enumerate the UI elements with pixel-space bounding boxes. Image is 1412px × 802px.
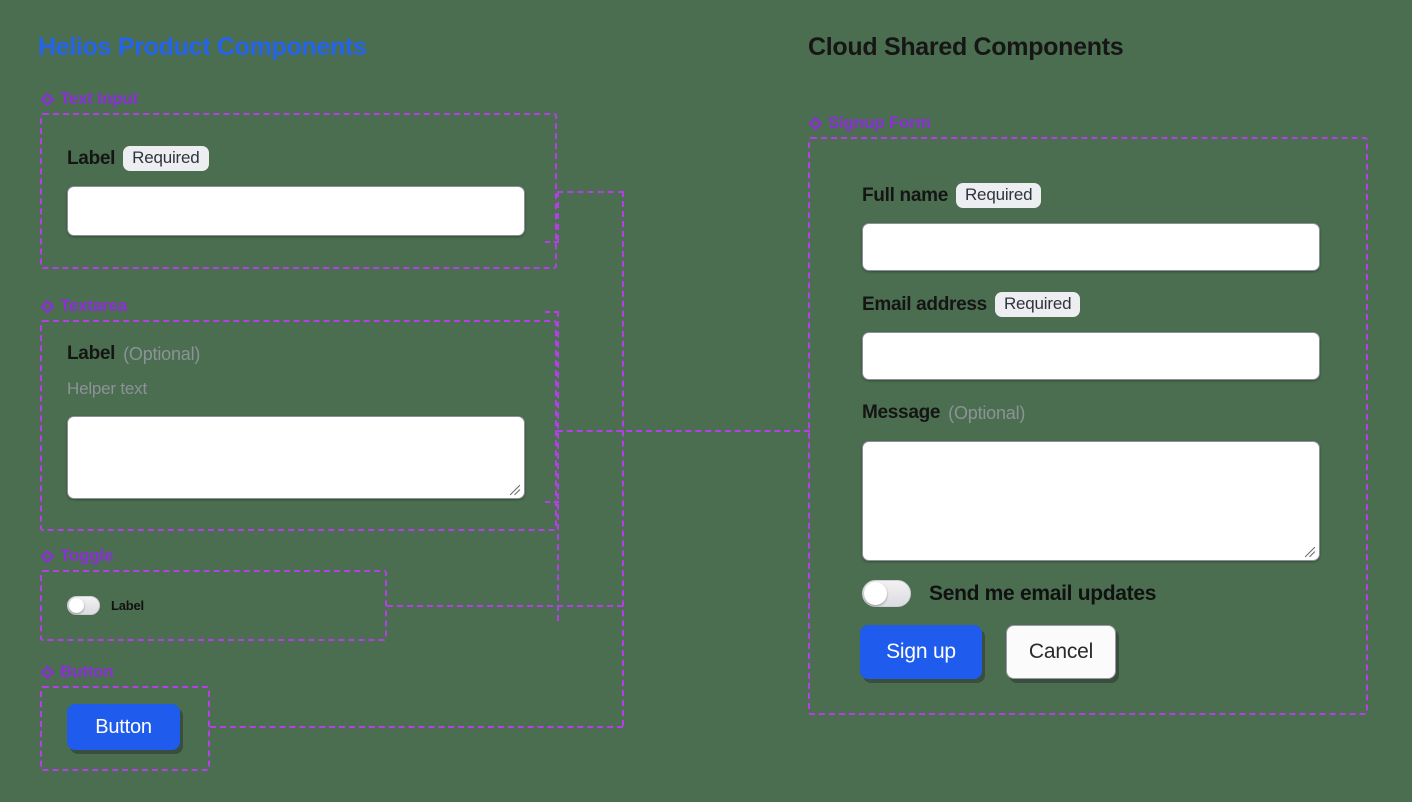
full-name-label-row: Full name Required [862, 183, 1042, 208]
connector-trunk-vertical [622, 191, 624, 726]
section-label: Signup Form [828, 113, 931, 132]
email-updates-toggle-label: Send me email updates [929, 581, 1157, 605]
text-input-label-row: Label Required [67, 146, 209, 171]
cancel-button[interactable]: Cancel [1006, 625, 1116, 679]
component-diamond-icon [808, 116, 823, 130]
section-heading-button: Button [40, 662, 114, 682]
email-label: Email address [862, 293, 987, 315]
section-heading-text-input: Text Input [40, 89, 138, 109]
email-updates-toggle-switch[interactable] [862, 580, 911, 607]
left-panel-title: Helios Product Components [38, 33, 367, 61]
full-name-input[interactable] [862, 223, 1320, 271]
connector-main-link [557, 430, 810, 432]
component-frame-signup-form [808, 137, 1368, 715]
section-heading-textarea: Textarea [40, 296, 127, 316]
toggle-knob [864, 582, 887, 605]
optional-badge: (Optional) [948, 402, 1026, 423]
message-label-row: Message (Optional) [862, 402, 1025, 424]
email-updates-toggle-row[interactable]: Send me email updates [862, 580, 1156, 607]
connector-text-input-stub [545, 241, 559, 243]
connector-toggle-link [387, 605, 623, 607]
section-heading-signup-form: Signup Form [808, 113, 931, 133]
message-label: Message [862, 402, 941, 423]
required-badge: Required [123, 146, 209, 171]
email-label-row: Email address Required [862, 292, 1081, 317]
component-diamond-icon [40, 299, 55, 313]
connector-text-input-down [557, 191, 559, 241]
component-diamond-icon [40, 665, 55, 679]
required-badge: Required [994, 292, 1081, 317]
sign-up-button[interactable]: Sign up [860, 625, 982, 679]
component-frame-toggle [40, 570, 387, 641]
toggle-row-small[interactable]: Label [67, 596, 144, 615]
component-frame-textarea [40, 320, 557, 531]
section-label: Toggle [60, 546, 114, 565]
resize-grip-icon[interactable] [1303, 545, 1316, 558]
required-badge: Required [955, 183, 1042, 208]
textarea-label: Label [67, 343, 116, 364]
connector-textarea-vertical [557, 311, 559, 621]
resize-grip-icon[interactable] [508, 483, 521, 496]
full-name-label: Full name [862, 184, 948, 206]
demo-button[interactable]: Button [67, 704, 180, 750]
text-input-field[interactable] [67, 186, 525, 236]
textarea-label-row: Label (Optional) [67, 343, 200, 365]
toggle-switch[interactable] [67, 596, 100, 615]
component-frame-button [40, 686, 210, 771]
component-diamond-icon [40, 92, 55, 106]
section-heading-toggle: Toggle [40, 546, 113, 566]
section-label: Button [60, 662, 114, 681]
email-input[interactable] [862, 332, 1320, 380]
section-label: Textarea [60, 296, 128, 315]
text-input-label: Label [67, 147, 116, 169]
toggle-knob [69, 598, 84, 613]
message-textarea[interactable] [863, 442, 1319, 560]
toggle-label: Label [111, 598, 144, 613]
textarea-helper-text: Helper text [67, 379, 148, 398]
connector-button-link [210, 726, 623, 728]
optional-badge: (Optional) [123, 343, 201, 364]
connector-text-input-top [557, 191, 624, 193]
right-panel-title: Cloud Shared Components [808, 33, 1124, 61]
section-label: Text Input [60, 89, 138, 108]
connector-textarea-stub-top [545, 311, 559, 313]
textarea-field-wrapper[interactable] [67, 416, 525, 499]
connector-textarea-stub-bottom [545, 501, 559, 503]
component-diamond-icon [40, 549, 55, 563]
component-frame-text-input [40, 113, 557, 269]
message-textarea-wrapper[interactable] [862, 441, 1320, 561]
textarea-field[interactable] [68, 417, 524, 498]
